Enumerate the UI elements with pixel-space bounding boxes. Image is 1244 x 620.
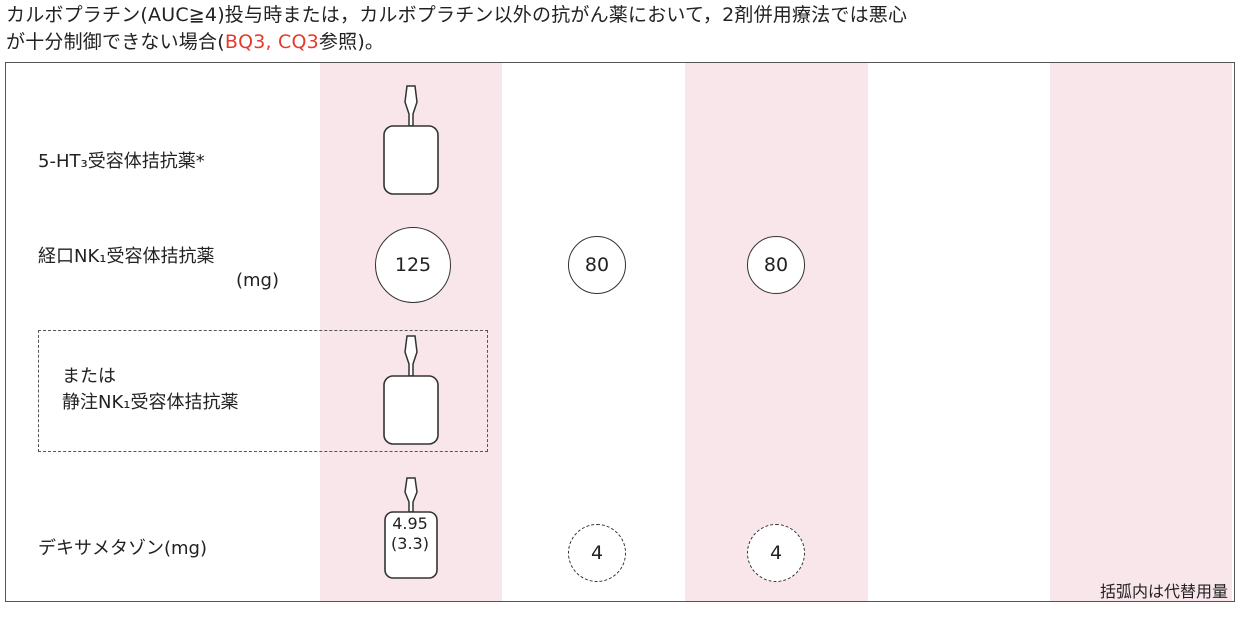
ref-cq3-link[interactable]: CQ3	[278, 31, 319, 53]
nk1-oral-unit: (mg)	[236, 270, 280, 291]
day3-column	[685, 63, 868, 601]
intro-line-1: カルボプラチン(AUC≧4)投与時または，カルボプラチン以外の抗がん薬において，…	[6, 4, 908, 26]
day5-column	[1050, 63, 1232, 601]
dose-day2: 80	[584, 254, 610, 276]
oral-tablet-icon: 4	[747, 524, 805, 582]
or-label: または	[62, 366, 116, 387]
dex-dose-alt: (3.3)	[391, 534, 429, 553]
iv-vial-icon	[383, 335, 439, 445]
oral-tablet-icon: 80	[747, 236, 805, 294]
alternative-box	[38, 330, 488, 452]
iv-vial-icon	[384, 477, 438, 579]
nk1-oral-label: 経口NK₁受容体拮抗薬	[38, 246, 215, 267]
dose-day1: 125	[394, 254, 432, 276]
intro-text: カルボプラチン(AUC≧4)投与時または，カルボプラチン以外の抗がん薬において，…	[6, 2, 907, 56]
iv-vial-icon	[383, 85, 439, 195]
dex-label: デキサメタゾン(mg)	[38, 538, 208, 559]
ref-bq3-link[interactable]: BQ3	[224, 31, 266, 53]
oral-tablet-icon: 80	[568, 236, 626, 294]
dex-dose-day3: 4	[769, 542, 783, 564]
intro-text-post: 参照)。	[318, 31, 385, 53]
oral-tablet-icon: 4	[568, 524, 626, 582]
dex-dose-day1: 4.95 (3.3)	[383, 514, 437, 554]
nk1-iv-label: 静注NK₁受容体拮抗薬	[62, 392, 239, 413]
ht3-label: 5-HT₃受容体拮抗薬*	[38, 151, 205, 172]
footnote-alt-dose: 括弧内は代替用量	[1099, 582, 1228, 601]
dose-day3: 80	[763, 254, 789, 276]
oral-tablet-icon: 125	[375, 227, 451, 303]
dex-dose-main: 4.95	[392, 514, 428, 533]
regimen-table	[5, 62, 1235, 602]
ref-separator: ,	[265, 31, 278, 53]
intro-text-pre: が十分制御できない場合(	[6, 31, 225, 53]
dex-dose-day2: 4	[590, 542, 604, 564]
intro-line-2: が十分制御できない場合(BQ3, CQ3参照)。	[6, 29, 907, 56]
